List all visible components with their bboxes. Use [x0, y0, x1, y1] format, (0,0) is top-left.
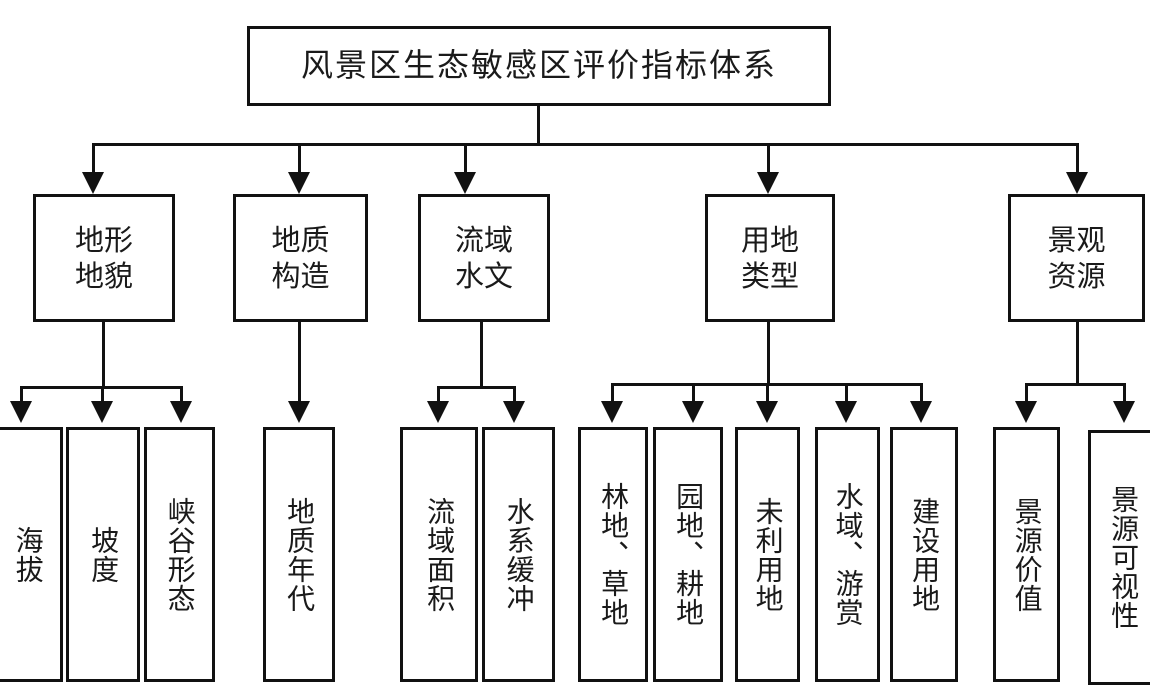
connector-bus-group-3 [437, 386, 516, 389]
indicator-label-5-2: 景源可视性 [1107, 485, 1141, 630]
connector-drop-cat-4 [767, 143, 770, 175]
indicator-node-construction-land: 建设用地 [890, 427, 958, 682]
indicator-node-forest-grassland: 林地、草地 [578, 427, 648, 682]
indicator-label-4-2: 园地、耕地 [672, 482, 706, 627]
connector-drop-item-1-3 [180, 386, 183, 404]
category-label-1: 地形 地貌 [74, 222, 133, 293]
category-label-3: 流域 水文 [454, 222, 513, 293]
arrowhead-cat-3 [454, 172, 476, 194]
indicator-node-scenery-visibility: 景源可视性 [1088, 430, 1150, 685]
connector-drop-item-3-1 [437, 386, 440, 404]
category-label-4: 用地 类型 [740, 222, 799, 293]
indicator-node-altitude: 海拔 [0, 427, 63, 682]
arrowhead-item-2-1 [288, 401, 310, 423]
arrowhead-cat-5 [1066, 172, 1088, 194]
arrowhead-item-1-2 [91, 401, 113, 423]
indicator-label-2-1: 地质年代 [283, 496, 317, 613]
category-node-land-use-type: 用地 类型 [705, 194, 835, 322]
indicator-label-1-1: 海拔 [11, 525, 45, 584]
connector-stem-group-4 [767, 322, 770, 386]
arrowhead-item-4-1 [601, 401, 623, 423]
arrowhead-item-1-1 [10, 401, 32, 423]
arrowhead-cat-4 [757, 172, 779, 194]
indicator-node-scenery-value: 景源价值 [993, 427, 1060, 682]
category-node-watershed-hydrology: 流域 水文 [418, 194, 550, 322]
arrowhead-item-4-4 [835, 401, 857, 423]
connector-drop-item-4-5 [920, 383, 923, 404]
indicator-node-geological-age: 地质年代 [263, 427, 335, 682]
indicator-label-4-1: 林地、草地 [597, 482, 631, 627]
root-node-evaluation-index-system: 风景区生态敏感区评价指标体系 [247, 26, 831, 106]
indicator-label-5-1: 景源价值 [1010, 496, 1044, 613]
indicator-node-orchard-farmland: 园地、耕地 [653, 427, 723, 682]
connector-root-stem [537, 106, 540, 144]
arrowhead-item-4-3 [756, 401, 778, 423]
indicator-node-water-sightseeing: 水域、游赏 [815, 427, 880, 682]
connector-level2-bus [93, 143, 1077, 146]
connector-stem-group-1 [102, 322, 105, 388]
arrowhead-item-5-1 [1015, 401, 1037, 423]
indicator-label-1-3: 峡谷形态 [163, 496, 197, 613]
connector-drop-item-4-3 [766, 383, 769, 404]
arrowhead-cat-2 [288, 172, 310, 194]
connector-drop-cat-5 [1076, 143, 1079, 175]
connector-stem-group-2 [298, 322, 301, 404]
connector-stem-group-3 [480, 322, 483, 388]
category-label-5: 景观 资源 [1047, 222, 1106, 293]
arrowhead-cat-1 [82, 172, 104, 194]
connector-drop-item-5-2 [1123, 383, 1126, 404]
arrowhead-item-3-1 [427, 401, 449, 423]
arrowhead-item-4-2 [682, 401, 704, 423]
arrowhead-item-3-2 [503, 401, 525, 423]
connector-stem-group-5 [1076, 322, 1079, 386]
connector-drop-item-4-2 [692, 383, 695, 404]
indicator-node-water-system-buffer: 水系缓冲 [482, 427, 555, 682]
connector-drop-cat-3 [464, 143, 467, 175]
connector-bus-group-5 [1025, 383, 1126, 386]
indicator-node-unused-land: 未利用地 [735, 427, 800, 682]
category-node-geological-structure: 地质 构造 [233, 194, 368, 322]
category-node-landscape-resource: 景观 资源 [1008, 194, 1145, 322]
connector-drop-cat-1 [92, 143, 95, 175]
category-node-terrain-landform: 地形 地貌 [33, 194, 175, 322]
indicator-node-canyon-morphology: 峡谷形态 [144, 427, 215, 682]
root-node-label: 风景区生态敏感区评价指标体系 [300, 46, 777, 85]
indicator-node-slope: 坡度 [66, 427, 140, 682]
connector-drop-item-3-2 [513, 386, 516, 404]
indicator-node-watershed-area: 流域面积 [400, 427, 478, 682]
connector-drop-cat-2 [298, 143, 301, 175]
connector-drop-item-4-1 [611, 383, 614, 404]
connector-drop-item-4-4 [845, 383, 848, 404]
indicator-label-3-2: 水系缓冲 [502, 496, 536, 613]
arrowhead-item-4-5 [910, 401, 932, 423]
connector-drop-item-1-1 [20, 386, 23, 404]
arrowhead-item-1-3 [170, 401, 192, 423]
indicator-label-4-3: 未利用地 [751, 496, 785, 613]
category-label-2: 地质 构造 [271, 222, 330, 293]
connector-drop-item-5-1 [1025, 383, 1028, 404]
indicator-label-3-1: 流域面积 [423, 496, 457, 613]
indicator-label-1-2: 坡度 [87, 525, 121, 584]
indicator-label-4-4: 水域、游赏 [831, 482, 865, 627]
connector-drop-item-1-2 [101, 386, 104, 404]
arrowhead-item-5-2 [1113, 401, 1135, 423]
indicator-label-4-5: 建设用地 [908, 496, 942, 613]
